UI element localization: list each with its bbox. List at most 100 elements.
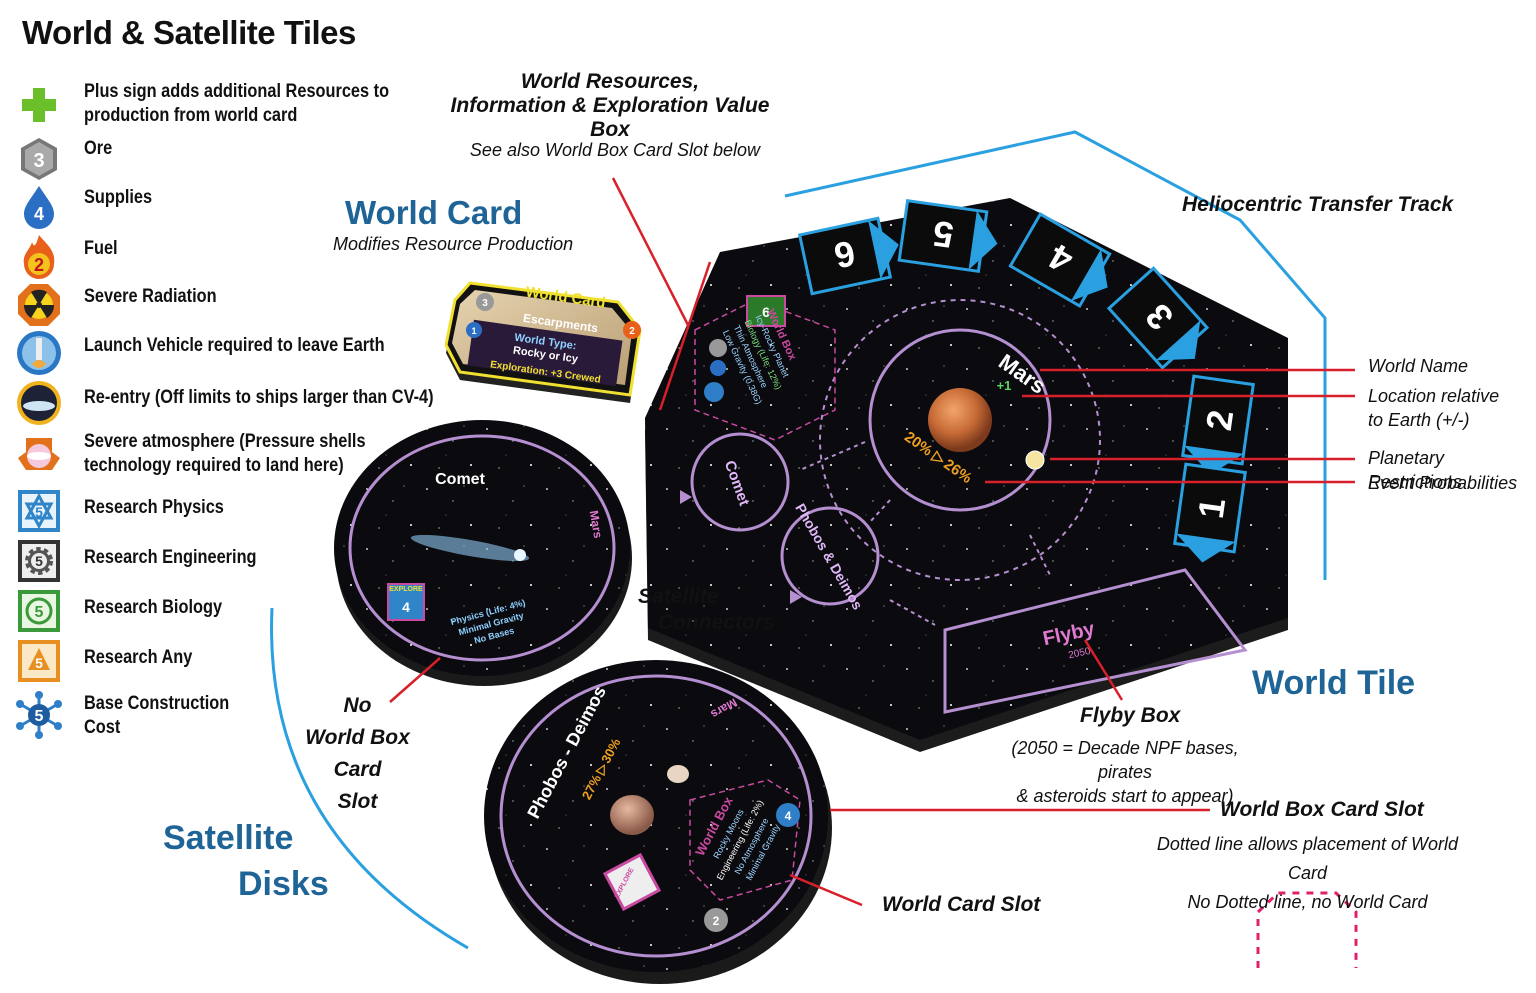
legend-label-atmosphere-1: Severe atmosphere (Pressure shells (84, 431, 366, 452)
comet-disk: Comet Mars EXPLORE 4 Physics (Life: 4%) … (334, 420, 632, 686)
explore-biology-icon (746, 295, 786, 327)
legend-label-base-2: Cost (84, 717, 121, 738)
plus-sign-icon (22, 88, 56, 122)
legend-label-plus-1: Plus sign adds additional Resources to (84, 81, 390, 102)
legend-label-atmosphere-2: technology required to land here) (84, 455, 344, 476)
callout-flyby-title: Flyby Box (1080, 704, 1181, 727)
callout-world-resources: World Resources, Information & Explorati… (450, 70, 770, 141)
legend-label-fuel: Fuel (84, 238, 118, 259)
engineering-value: 5 (35, 553, 43, 569)
legend-item-engineering: 5 Research Engineering (14, 536, 454, 588)
mars-planet (928, 388, 992, 452)
phobos-disk: Phobos - Deimos 27% ▷ 30% Mars World Box… (484, 660, 832, 984)
phobos-world-box (689, 779, 801, 901)
dotted-slot-example (1256, 891, 1358, 968)
svg-text:EXPLORE: EXPLORE (389, 586, 423, 593)
satellite-bracket (270, 607, 469, 950)
legend-label-radiation: Severe Radiation (84, 286, 217, 307)
phobos-explore-icon (602, 852, 662, 912)
phobos-moon (610, 795, 654, 835)
svg-text:1: 1 (471, 326, 476, 336)
svg-text:4: 4 (785, 809, 792, 823)
legend-label-launch: Launch Vehicle required to leave Earth (84, 335, 385, 356)
legend-label-supplies: Supplies (84, 187, 153, 208)
ore-value: 3 (33, 150, 44, 172)
world-tile: 6 5 4 3 2 1 Mars +1 20% ▷ 26% 6 World Bo… (645, 198, 1288, 752)
world-box-card-slot (694, 299, 836, 441)
flyby-year: 2050 (1067, 646, 1091, 661)
legend-item-reentry: Re-entry (Off limits to ships larger tha… (14, 378, 454, 430)
comet-connector: Mars (587, 509, 606, 539)
callout-satellite-connectors: Satellite Connectors (638, 585, 775, 634)
legend-item-ore: 3 Ore (14, 134, 454, 186)
callout-world-card-sub: Modifies Resource Production (333, 234, 574, 254)
world-card-supplies-icon (466, 322, 482, 338)
legend-item-atmosphere: Severe atmosphere (Pressure shells techno… (14, 430, 454, 482)
callout-event-prob: Event Probabilities (1368, 473, 1518, 493)
satellite-slot-phobos (780, 506, 880, 606)
legend-item-radiation: Severe Radiation (14, 280, 454, 332)
satellite-slot-comet (690, 432, 790, 532)
callout-no-world-box: No World Box Card Slot (305, 694, 410, 813)
callout-world-card-slot: World Card Slot (882, 893, 1041, 916)
heliocentric-bracket (784, 130, 1327, 580)
svg-text:3: 3 (482, 298, 488, 309)
comet-icon (410, 534, 530, 562)
supplies-icon: 4 (24, 186, 54, 229)
svg-text:2: 2 (629, 326, 635, 337)
comet-explore-icon (387, 583, 425, 621)
mars-ring (868, 328, 1052, 512)
physics-value: 5 (35, 504, 43, 520)
callout-world-tile: World Tile (1252, 664, 1416, 702)
callout-world-card-title: World Card (345, 194, 523, 231)
research-biology-icon: 5 (18, 590, 60, 632)
world-card: World Card Escarpments World Type: Rocky… (444, 281, 642, 403)
page-title: World & Satellite Tiles (22, 14, 356, 51)
legend-label-biology: Research Biology (84, 597, 223, 618)
world-card-ore-icon (476, 293, 494, 311)
transfer-track: 6 5 4 3 2 1 (797, 199, 1255, 563)
radiation-icon (18, 284, 60, 326)
ore-icon: 3 (21, 138, 57, 180)
legend-item-fuel: 2 Fuel (14, 232, 454, 284)
reentry-icon (17, 381, 61, 425)
legend-label-physics: Research Physics (84, 497, 224, 518)
world-location: +1 (997, 378, 1012, 393)
deimos-moon (667, 765, 689, 783)
callout-world-box-slot-desc: Dotted line allows placement of World Ca… (1156, 834, 1459, 912)
any-value: 5 (35, 655, 43, 671)
callout-lines (389, 177, 1355, 907)
svg-text:2: 2 (713, 914, 720, 928)
world-explore-value: 6 (762, 304, 770, 320)
callout-world-name: World Name (1368, 356, 1469, 376)
biology-value: 5 (35, 604, 44, 621)
svg-text:4: 4 (402, 599, 410, 615)
legend-label-engineering: Research Engineering (84, 547, 257, 568)
comet-name: Comet (435, 471, 485, 488)
base-construction-icon: 5 (16, 691, 62, 739)
callout-world-resources-sub: See also World Box Card Slot below (469, 140, 761, 160)
research-physics-icon: 5 (18, 490, 60, 532)
research-engineering-icon: 5 (18, 540, 60, 582)
fuel-icon: 2 (23, 235, 55, 279)
legend-item-biology: 5 Research Biology (14, 586, 454, 638)
legend-label-plus-2: production from world card (84, 105, 298, 126)
legend-label-ore: Ore (84, 138, 113, 159)
fuel-value: 2 (34, 255, 44, 275)
research-any-icon: 5 (18, 640, 60, 682)
legend-item-supplies: 4 Supplies (14, 182, 454, 234)
atmosphere-icon (18, 438, 60, 470)
legend-label-any: Research Any (84, 647, 193, 668)
callout-satellite-disks: Satellite Disks (163, 819, 329, 903)
legend-item-physics: 5 Research Physics (14, 486, 454, 538)
callout-planetary: Planetary Restrictions (1368, 448, 1463, 492)
world-card-fuel-icon (623, 321, 641, 339)
launch-vehicle-icon (17, 331, 61, 375)
planetary-restriction-icon (1025, 450, 1045, 470)
legend-label-reentry: Re-entry (Off limits to ships larger tha… (84, 387, 434, 408)
callout-flyby-desc: (2050 = Decade NPF bases, pirates & aste… (1011, 738, 1239, 806)
callout-heliocentric: Heliocentric Transfer Track (1182, 193, 1454, 216)
flyby-box (943, 568, 1248, 714)
